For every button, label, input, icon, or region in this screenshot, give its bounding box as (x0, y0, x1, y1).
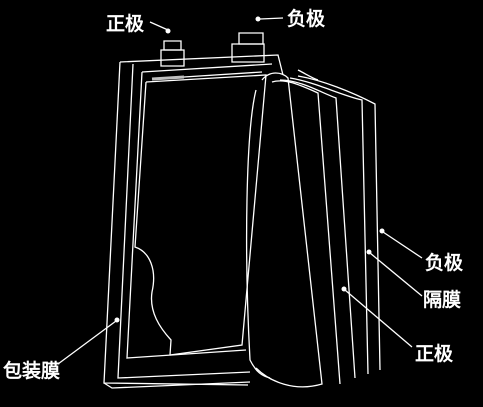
label-negative-tab: 负极 (287, 7, 326, 30)
label-positive-tab: 正极 (106, 12, 145, 35)
curled-layer-1 (255, 72, 323, 388)
top-seal-line (183, 71, 263, 78)
curled-layer-5 (297, 75, 381, 371)
pouch-front-edge (117, 63, 251, 379)
curled-layer-3 (279, 79, 356, 379)
packaging-pouch (103, 54, 284, 389)
label-packaging-film: 包装膜 (3, 359, 60, 382)
dot-positive-tab (165, 28, 171, 34)
curled-layer-2 (271, 80, 341, 385)
pouch-inner-edge (126, 63, 273, 359)
negative-tab (231, 32, 265, 63)
negative-tab-top (238, 32, 264, 45)
dot-negative-layer (379, 228, 385, 234)
positive-tab (160, 40, 185, 67)
dot-positive-layer (341, 286, 347, 292)
dot-packaging-film (114, 317, 120, 323)
leader-positive-layer (344, 289, 413, 348)
positive-tab-top (163, 40, 182, 51)
dot-negative-tab (255, 16, 261, 22)
curled-layer-front (245, 89, 271, 379)
curled-layer-4 (289, 77, 369, 375)
negative-tab-body (231, 43, 265, 63)
label-negative-layer: 负极 (425, 251, 464, 274)
front-sheet-torn-edge (134, 81, 172, 356)
front-sheet-outline (145, 74, 267, 356)
dot-separator-layer (366, 249, 372, 255)
leader-negative-layer (382, 231, 423, 259)
pouch-bottom-edge (103, 381, 251, 389)
leader-separator-layer (369, 252, 423, 297)
curl-top-band (297, 69, 319, 81)
leader-lines (57, 16, 423, 365)
top-seal-highlight (151, 75, 185, 81)
electrode-front-sheet (134, 71, 267, 356)
label-separator-layer: 隔膜 (423, 288, 461, 311)
curled-layers (245, 69, 381, 388)
leader-negative-tab (259, 17, 284, 20)
label-positive-layer: 正极 (415, 342, 454, 365)
leader-packaging-film (57, 320, 117, 365)
leader-positive-tab (149, 21, 169, 31)
positive-tab-body (160, 49, 185, 67)
